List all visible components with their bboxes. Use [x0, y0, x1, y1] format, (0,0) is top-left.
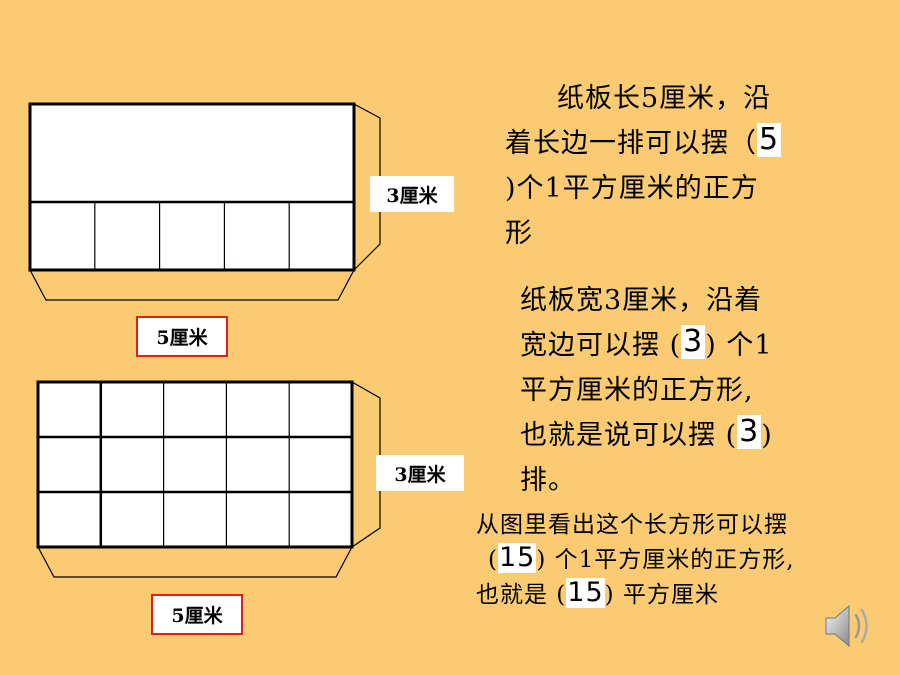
- figure2-width-brace: [37, 546, 353, 578]
- figure2-board: [36, 380, 354, 549]
- figure2: [36, 380, 381, 578]
- figure2-height-label: 3厘米: [376, 455, 464, 491]
- paragraph-length: 纸板长5厘米，沿 着长边一排可以摆（5 )个1平方厘米的正方 形: [505, 83, 782, 249]
- answer-box-length: 5: [757, 122, 782, 157]
- speaker-icon[interactable]: [822, 601, 878, 651]
- paragraph-conclusion: 从图里看出这个长方形可以摆 (15) 个1平方厘米的正方形, 也就是 (15) …: [476, 512, 795, 608]
- answer-box-count: 15: [497, 542, 537, 573]
- answer-box-area: 15: [566, 577, 605, 608]
- figure1-height-label: 3厘米: [370, 176, 454, 212]
- paragraph-width: 纸板宽3厘米，沿着 宽边可以摆 (3) 个1 平方厘米的正方形, 也就是说可以摆…: [520, 285, 773, 496]
- figure1-width-label: 5厘米: [136, 316, 228, 357]
- answer-box-rows: 3: [737, 414, 762, 449]
- figure1-board: [28, 102, 356, 272]
- figure2-width-label: 5厘米: [151, 594, 243, 635]
- figure1-width-brace: [29, 269, 355, 301]
- answer-box-width: 3: [681, 324, 706, 359]
- figure1: [28, 102, 381, 301]
